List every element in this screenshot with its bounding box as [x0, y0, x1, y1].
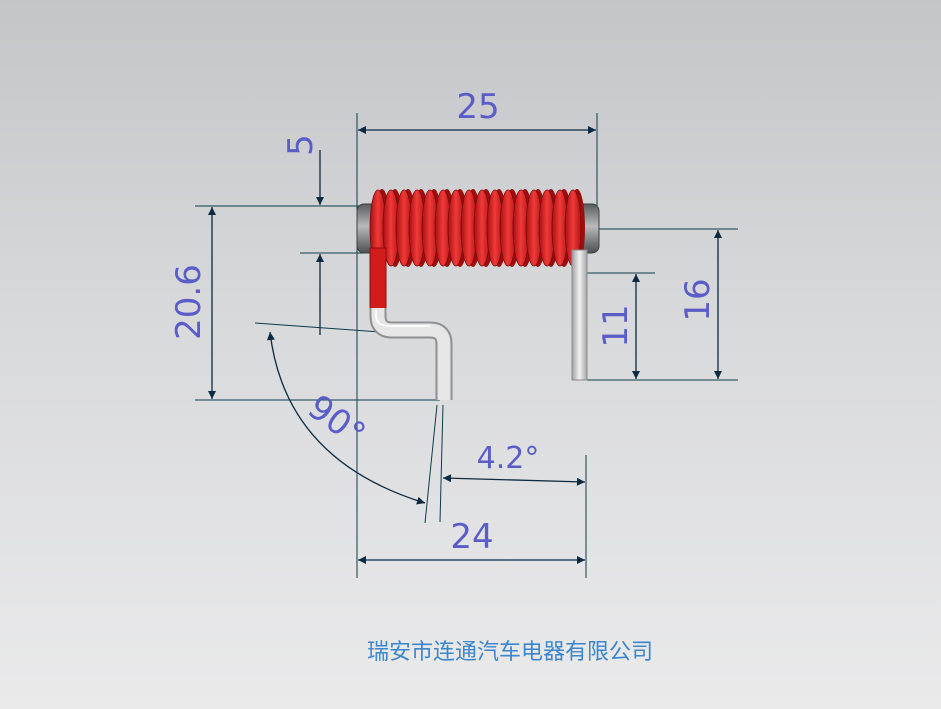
extension-lines [195, 113, 738, 578]
right-lead [571, 249, 588, 381]
dim-24-label: 24 [450, 517, 493, 557]
dim-25-label: 25 [456, 87, 499, 127]
dim-16-label: 16 [678, 278, 718, 321]
dim-20-6-label: 20.6 [169, 264, 209, 340]
dimension-lines [208, 126, 722, 564]
dim-11-label: 11 [596, 304, 636, 347]
red-coil-winding [369, 189, 585, 267]
left-lead [369, 247, 453, 400]
dimension-labels: 25 5 20.6 90° 4.2° 24 11 16 [169, 87, 718, 557]
dim-90-label: 90° [300, 387, 372, 455]
dim-5-label: 5 [281, 134, 321, 156]
dim-line-4-2 [442, 474, 586, 486]
dim-4-2-label: 4.2° [477, 441, 540, 476]
company-name: 瑞安市连通汽车电器有限公司 [366, 640, 653, 665]
dim-arc-90 [266, 331, 426, 505]
